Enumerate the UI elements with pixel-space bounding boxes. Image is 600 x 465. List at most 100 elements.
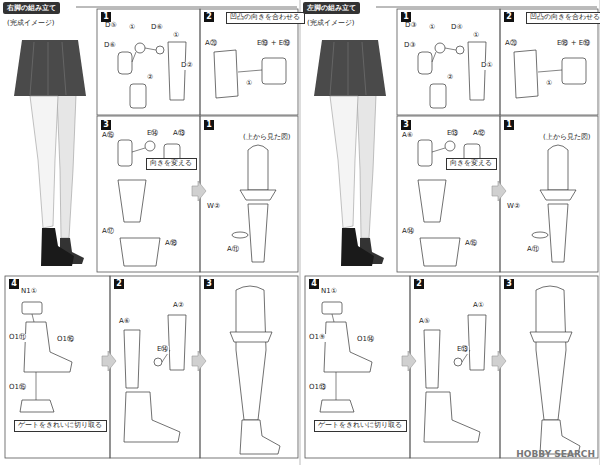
step-number: 4 [309,279,319,289]
step-number: 3 [401,120,411,130]
part-label: A⑪ [526,246,540,254]
node-text: 左脚の組み立て [307,3,356,13]
watermark: HOBBY SEARCH [515,450,596,460]
part-label: E⑲ + E⑲ [256,40,291,48]
part-label: ① [245,80,253,88]
note-box: ゲートをきれいに切り取る [314,420,407,432]
part-label: A⑥ [401,132,414,140]
right-leg-page-art [5,0,300,465]
part-label: (完成イメージ) [306,20,355,28]
part-label: D⑥ [150,24,164,32]
part-label: ① [472,32,480,40]
part-label: A② [172,302,185,310]
part-label: ① [428,24,436,32]
node-text: ゲートをきれいに切り取る [18,422,103,430]
left-leg-page-art [305,0,600,465]
part-label: A⑳ [204,40,218,48]
node-text: 4 [309,279,319,289]
part-label: E⑭ [156,346,169,354]
part-label: O1⑪ [8,334,27,342]
part-label: A⑥ [118,318,131,326]
part-label: E⑱ + E⑲ [556,40,591,48]
step-number: 2 [414,279,424,289]
node-text: 3 [401,120,411,130]
note-box: 凹凸の向きを合わせる [226,12,305,24]
part-label: A⑭ [401,228,415,236]
part-label: O1⑬ [308,384,327,392]
part-label: A⑮ [464,240,478,248]
part-label: N1① [320,288,338,296]
part-label: A⑬ [172,130,186,138]
note-box: 凹凸の向きを合わせる [526,12,600,24]
node-text: 2 [114,279,124,289]
part-label: A① [472,302,485,310]
node-text: 4 [9,279,19,289]
note-box: 向きを変える [146,158,197,170]
part-label: ① [545,80,553,88]
part-label: ① [128,24,136,32]
part-label: A⑮ [101,132,115,140]
node-text: 凹凸の向きを合わせる [530,14,600,22]
part-label: D① [480,62,494,70]
part-label: A⑱ [164,240,178,248]
part-label: E⑬ [456,346,469,354]
node-text: 1 [204,120,214,130]
step-number: 2 [204,12,214,22]
part-label: N1① [20,288,38,296]
node-text: 1 [101,12,111,22]
node-text: ゲートをきれいに切り取る [318,422,403,430]
node-text: 2 [414,279,424,289]
part-label: A⑫ [472,130,486,138]
part-label: D⑥ [103,42,117,50]
step-number: 1 [504,120,514,130]
node-text: 3 [504,279,514,289]
step-number: 1 [401,12,411,22]
part-label: O1⑯ [56,336,75,344]
part-label: D⑤ [104,22,118,30]
step-number: 3 [101,120,111,130]
part-label: D④ [450,24,464,32]
part-label: ② [146,74,154,82]
part-label: A⑪ [226,246,240,254]
part-label: D② [180,62,194,70]
step-number: 3 [504,279,514,289]
node-text: 1 [401,12,411,22]
node-text: 2 [504,12,514,22]
section-header: 右脚の組み立て [3,2,60,14]
part-label: A⑰ [101,228,115,236]
part-label: ① [172,32,180,40]
part-label: (上から見た図) [242,134,291,142]
part-label: D③ [404,22,418,30]
part-label: D③ [403,42,417,50]
step-number: 3 [204,279,214,289]
node-text: 1 [504,120,514,130]
section-header: 左脚の組み立て [303,2,360,14]
node-text: 凹凸の向きを合わせる [230,14,301,22]
node-text: 向きを変える [150,160,193,168]
step-number: 2 [504,12,514,22]
step-number: 4 [9,279,19,289]
part-label: O1⑮ [8,384,27,392]
note-box: 向きを変える [446,158,497,170]
part-label: O1⑨ [308,334,326,342]
node-text: 2 [204,12,214,22]
part-label: ② [446,74,454,82]
note-box: ゲートをきれいに切り取る [14,420,107,432]
node-text: 3 [204,279,214,289]
part-label: (上から見た図) [542,134,591,142]
step-number: 1 [101,12,111,22]
part-label: (完成イメージ) [6,20,55,28]
part-label: A⑤ [418,318,431,326]
step-number: 1 [204,120,214,130]
node-text: 3 [101,120,111,130]
node-text: 右脚の組み立て [7,3,56,13]
part-label: W② [506,203,521,211]
part-label: E⑭ [146,130,159,138]
part-label: W② [206,203,221,211]
part-label: E⑬ [446,130,459,138]
step-number: 2 [114,279,124,289]
part-label: O1⑭ [356,336,375,344]
part-label: A⑳ [504,40,518,48]
